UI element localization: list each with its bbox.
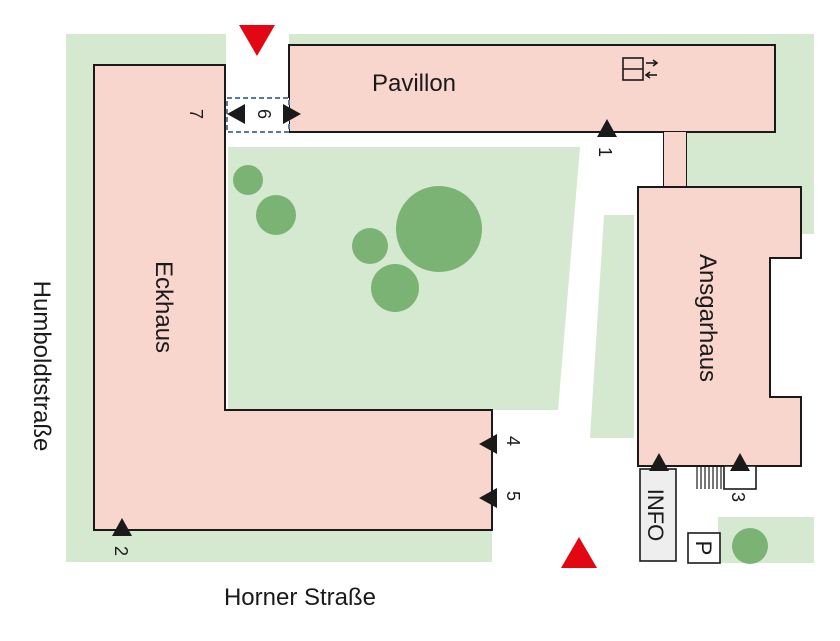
street-label-humboldtstrasse: Humboldtstraße: [28, 281, 55, 452]
green-sw-corner: [66, 530, 96, 562]
building-label-pavillon: Pavillon: [372, 70, 456, 97]
main-entrance-south-icon: [561, 537, 597, 568]
entrance-markers: [112, 104, 750, 536]
entrance-6-label: 6: [254, 109, 274, 119]
main-entrance-north-icon: [239, 25, 275, 56]
parking-box: [687, 532, 721, 564]
stairs-icon: [696, 467, 722, 489]
green-east-corner: [686, 132, 814, 187]
tree: [396, 186, 482, 272]
entrance-6-right-marker-icon: [283, 104, 301, 124]
street-label-horner-strasse: Horner Straße: [224, 584, 376, 611]
entrance-5-label: 5: [503, 491, 523, 501]
entrance-6-left-marker-icon: [227, 104, 245, 124]
entrance-2-marker-icon: [112, 518, 132, 536]
building-ansgarhaus: [637, 186, 802, 467]
entrance-4-marker-icon: [479, 434, 497, 454]
entrance-7-label: 7: [186, 109, 206, 119]
entrance-3-label: 3: [728, 492, 748, 502]
trees: [233, 165, 768, 564]
tree: [371, 264, 419, 312]
tree: [233, 165, 263, 195]
entrance-info-marker-icon: [649, 453, 669, 471]
entrance-1-label: 1: [595, 147, 615, 157]
lawn-strip-middle: [590, 215, 634, 438]
green-strip-south: [168, 530, 492, 562]
building-label-ansgarhaus: Ansgarhaus: [694, 254, 721, 382]
building-pavillon-annex: [664, 132, 686, 187]
entrance-5-marker-icon: [479, 488, 497, 508]
entrance-4-label: 4: [503, 436, 523, 446]
parking-label: P: [691, 541, 716, 556]
entrance-1-marker-icon: [597, 119, 617, 137]
tree: [732, 528, 768, 564]
entrance-3-marker-icon: [730, 453, 750, 471]
exit-symbol-icon: [622, 57, 659, 81]
info-label: INFO: [643, 489, 668, 542]
entrance-2-label: 2: [111, 546, 131, 556]
building-eckhaus: [93, 64, 493, 531]
building-label-eckhaus: Eckhaus: [150, 261, 177, 353]
buildings: [93, 44, 802, 531]
tree: [256, 195, 296, 235]
info-box: [639, 468, 677, 562]
tree: [352, 228, 388, 264]
